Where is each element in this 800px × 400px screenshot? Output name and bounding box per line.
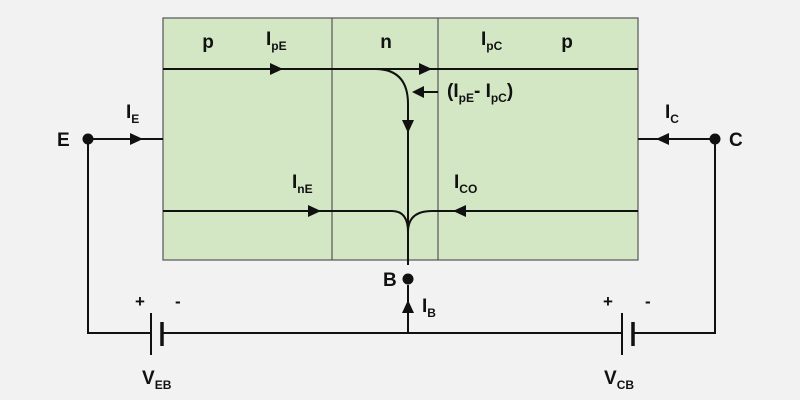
veb-label: VEB [142,368,172,392]
emitter-region-label: p [202,32,214,53]
recombination-pointer-arrow [412,86,424,98]
collector-terminal-label: C [729,130,743,151]
collector-circuit-wire [634,139,716,334]
hole-arrow-collector [419,63,432,75]
collector-current-arrow [656,133,669,145]
leakage-arrow [453,205,466,217]
base-current-label: IB [422,296,436,320]
veb-minus-sign: - [175,292,181,311]
recombination-branch [374,68,409,265]
hole-arrow-emitter [270,63,283,75]
vcb-minus-sign: - [645,292,651,311]
leakage-current-label: ICO [454,172,477,196]
vcb-label: VCB [604,368,634,392]
emitter-current-arrow [130,133,143,145]
recombination-current-label: (IpE- IpC) [447,81,513,105]
emitter-circuit-wire [87,139,150,334]
recombination-down-arrow [402,120,414,133]
leakage-current-path [407,210,638,233]
veb-plus-sign: + [135,292,145,311]
transistor-block [162,17,639,261]
base-terminal-label: B [383,270,397,291]
hole-collector-current-label: IpC [481,29,503,53]
base-current-arrow [402,300,414,313]
emitter-terminal-label: E [57,130,70,151]
vcb-plus-sign: + [603,292,613,311]
electron-arrow [308,205,321,217]
base-region-label: n [380,32,392,53]
collector-current-label: IC [665,102,679,126]
electron-emitter-current-label: InE [292,172,313,196]
base-terminal [402,273,414,285]
hole-emitter-current-label: IpE [266,29,287,53]
emitter-current-label: IE [126,102,139,126]
collector-region-label: p [561,32,573,53]
